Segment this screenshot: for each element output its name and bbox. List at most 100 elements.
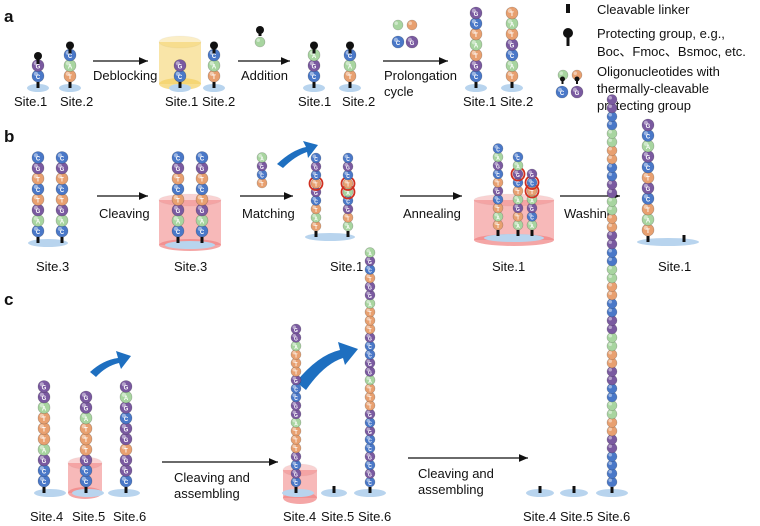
nucleotide-G: G (469, 6, 483, 20)
svg-text:G: G (474, 64, 479, 70)
svg-text:C: C (314, 199, 318, 205)
svg-text:C: C (294, 464, 298, 470)
svg-text:A: A (516, 224, 520, 230)
site-label-5: Site.5 (72, 509, 105, 524)
nucleotide-T: T (492, 202, 504, 214)
step-annealing-label: Annealing (403, 206, 461, 221)
svg-text:G: G (646, 124, 651, 130)
svg-text:C: C (36, 188, 41, 194)
nucleotide-T: T (340, 176, 356, 191)
nucleotide-A: A (171, 214, 185, 227)
svg-text:T: T (36, 177, 40, 183)
svg-text:T: T (314, 208, 317, 214)
nucleotide-G: G (171, 203, 185, 217)
oligo-strand: TAC (207, 41, 221, 88)
svg-text:A: A (294, 421, 298, 427)
nucleotide-T: T (195, 193, 209, 206)
svg-text:G: G (575, 91, 580, 97)
svg-text:G: G (368, 336, 372, 342)
nucleotide-G: G (37, 380, 51, 393)
svg-text:G: G (124, 385, 129, 391)
nucleotide-A: A (290, 417, 302, 428)
nucleotide-G: G (195, 161, 209, 175)
svg-text:C: C (646, 134, 651, 140)
step-cleav-asm1-line1: Cleaving and (174, 470, 250, 485)
step-deblocking-label: Deblocking (93, 68, 157, 83)
svg-text:C: C (474, 22, 479, 28)
site-label-5: Site.5 (560, 509, 593, 524)
svg-text:C: C (368, 464, 372, 470)
svg-text:G: G (42, 396, 47, 402)
nucleotide-G: G (469, 59, 483, 72)
svg-text:G: G (346, 208, 350, 214)
svg-text:A: A (368, 379, 372, 385)
nucleotide-T: T (37, 422, 51, 435)
site-pad (108, 489, 140, 497)
svg-text:C: C (312, 75, 317, 81)
svg-text:C: C (368, 438, 372, 444)
svg-text:T: T (368, 387, 371, 393)
svg-text:T: T (368, 277, 371, 283)
nucleotide-G: G (31, 203, 45, 217)
oligo-strand: CGA (307, 41, 321, 88)
nucleotide-C: C (555, 85, 569, 99)
oligo-strand (606, 94, 618, 493)
nucleotide-G: G (364, 281, 376, 292)
svg-text:A: A (176, 219, 181, 225)
svg-text:T: T (346, 216, 349, 222)
nucleotide-A: A (63, 59, 77, 72)
nucleotide-T: T (55, 193, 69, 206)
svg-text:A: A (646, 218, 651, 224)
svg-text:C: C (176, 188, 181, 194)
legend-oligo-line2: thermally-cleavable (597, 81, 709, 96)
svg-text:T: T (176, 177, 180, 183)
svg-text:G: G (496, 164, 500, 170)
svg-text:G: G (646, 155, 651, 161)
svg-text:A: A (260, 156, 264, 162)
nucleotide-T: T (55, 172, 69, 185)
nucleotide-T: T (290, 349, 302, 360)
svg-text:A: A (510, 22, 515, 28)
svg-text:G: G (368, 472, 372, 478)
svg-text:C: C (124, 417, 129, 423)
svg-text:T: T (294, 430, 297, 436)
nucleotide-T: T (469, 27, 483, 41)
transfer-arrow-matching (277, 141, 318, 168)
site-label-6: Site.6 (113, 509, 146, 524)
svg-text:A: A (474, 43, 479, 49)
svg-text:C: C (496, 198, 500, 204)
svg-text:T: T (510, 75, 514, 81)
nucleotide-T: T (256, 177, 268, 189)
nucleotide-A (606, 332, 618, 343)
svg-text:A: A (68, 64, 73, 70)
nucleotide-A: A (469, 38, 483, 51)
site-labels: Site.1 Site.2 Site.1 Site.2 Site.1 Site.… (14, 94, 691, 524)
site-label-1: Site.1 (492, 259, 525, 274)
nucleotide-G: G (171, 161, 185, 175)
nucleotide-C: C (391, 35, 405, 49)
site-label-1: Site.1 (298, 94, 331, 109)
nucleotide-A: A (55, 214, 69, 227)
nucleotide-C: C (79, 464, 93, 477)
oligo-strand: TAC (63, 41, 77, 88)
svg-text:A: A (42, 406, 47, 412)
svg-text:T: T (646, 208, 650, 214)
svg-text:C: C (346, 174, 350, 180)
svg-text:G: G (200, 209, 205, 215)
site-label-2: Site.2 (60, 94, 93, 109)
svg-text:G: G (516, 207, 520, 213)
svg-text:G: G (314, 165, 318, 171)
nucleotide-T (606, 281, 618, 292)
svg-text:C: C (368, 353, 372, 359)
nucleotide-T (606, 289, 618, 301)
svg-text:G: G (294, 472, 298, 478)
nucleotide-C: C (37, 474, 51, 488)
svg-text:C: C (348, 54, 353, 60)
step-cleav-asm1-line2: assembling (174, 486, 240, 501)
site-label-6: Site.6 (597, 509, 630, 524)
svg-text:C: C (212, 54, 217, 60)
nucleotide-G: G (641, 118, 655, 132)
